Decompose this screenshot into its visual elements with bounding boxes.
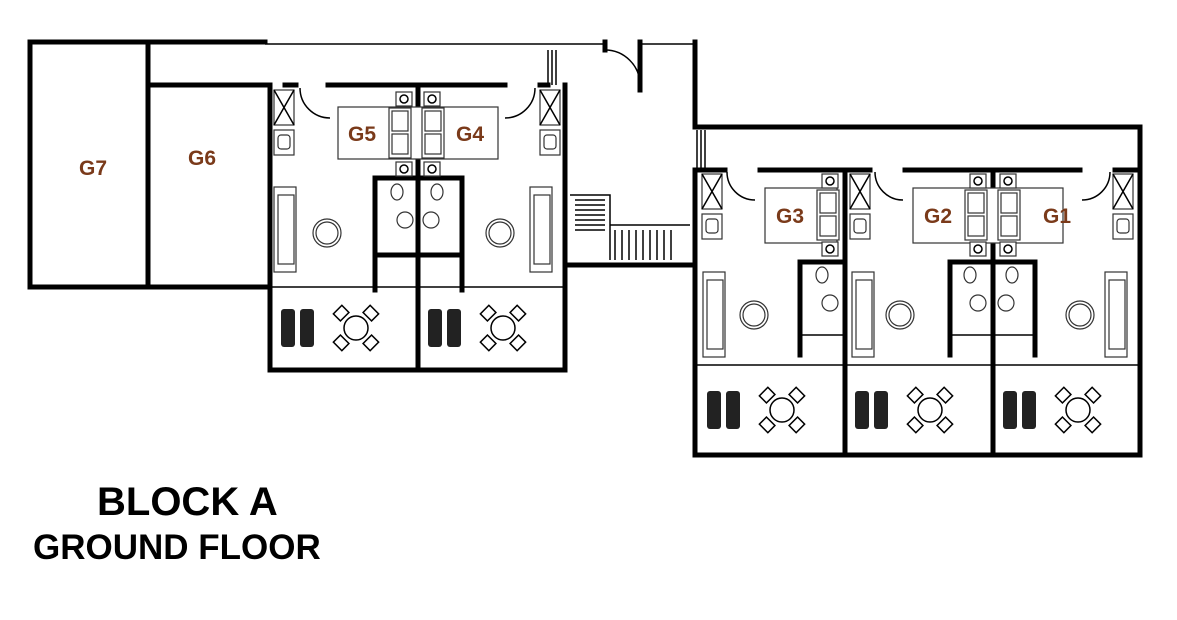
unit-label-g6: G6 — [188, 147, 216, 170]
plan-title-floor: GROUND FLOOR — [33, 528, 321, 567]
unit-label-g2: G2 — [924, 205, 952, 228]
unit-label-g4: G4 — [456, 123, 484, 146]
stairs — [547, 50, 706, 268]
units-g1-g3: G3 G2 G1 — [692, 167, 1143, 458]
unit-label-g5: G5 — [348, 123, 376, 146]
unit-label-g3: G3 — [776, 205, 804, 228]
units-g4-g5: G5 G4 — [267, 82, 568, 373]
units-g6-g7: G7 G6 — [27, 39, 1143, 290]
plan-title-block: BLOCK A — [97, 480, 278, 524]
unit-label-g7: G7 — [79, 157, 107, 180]
unit-label-g1: G1 — [1043, 205, 1071, 228]
